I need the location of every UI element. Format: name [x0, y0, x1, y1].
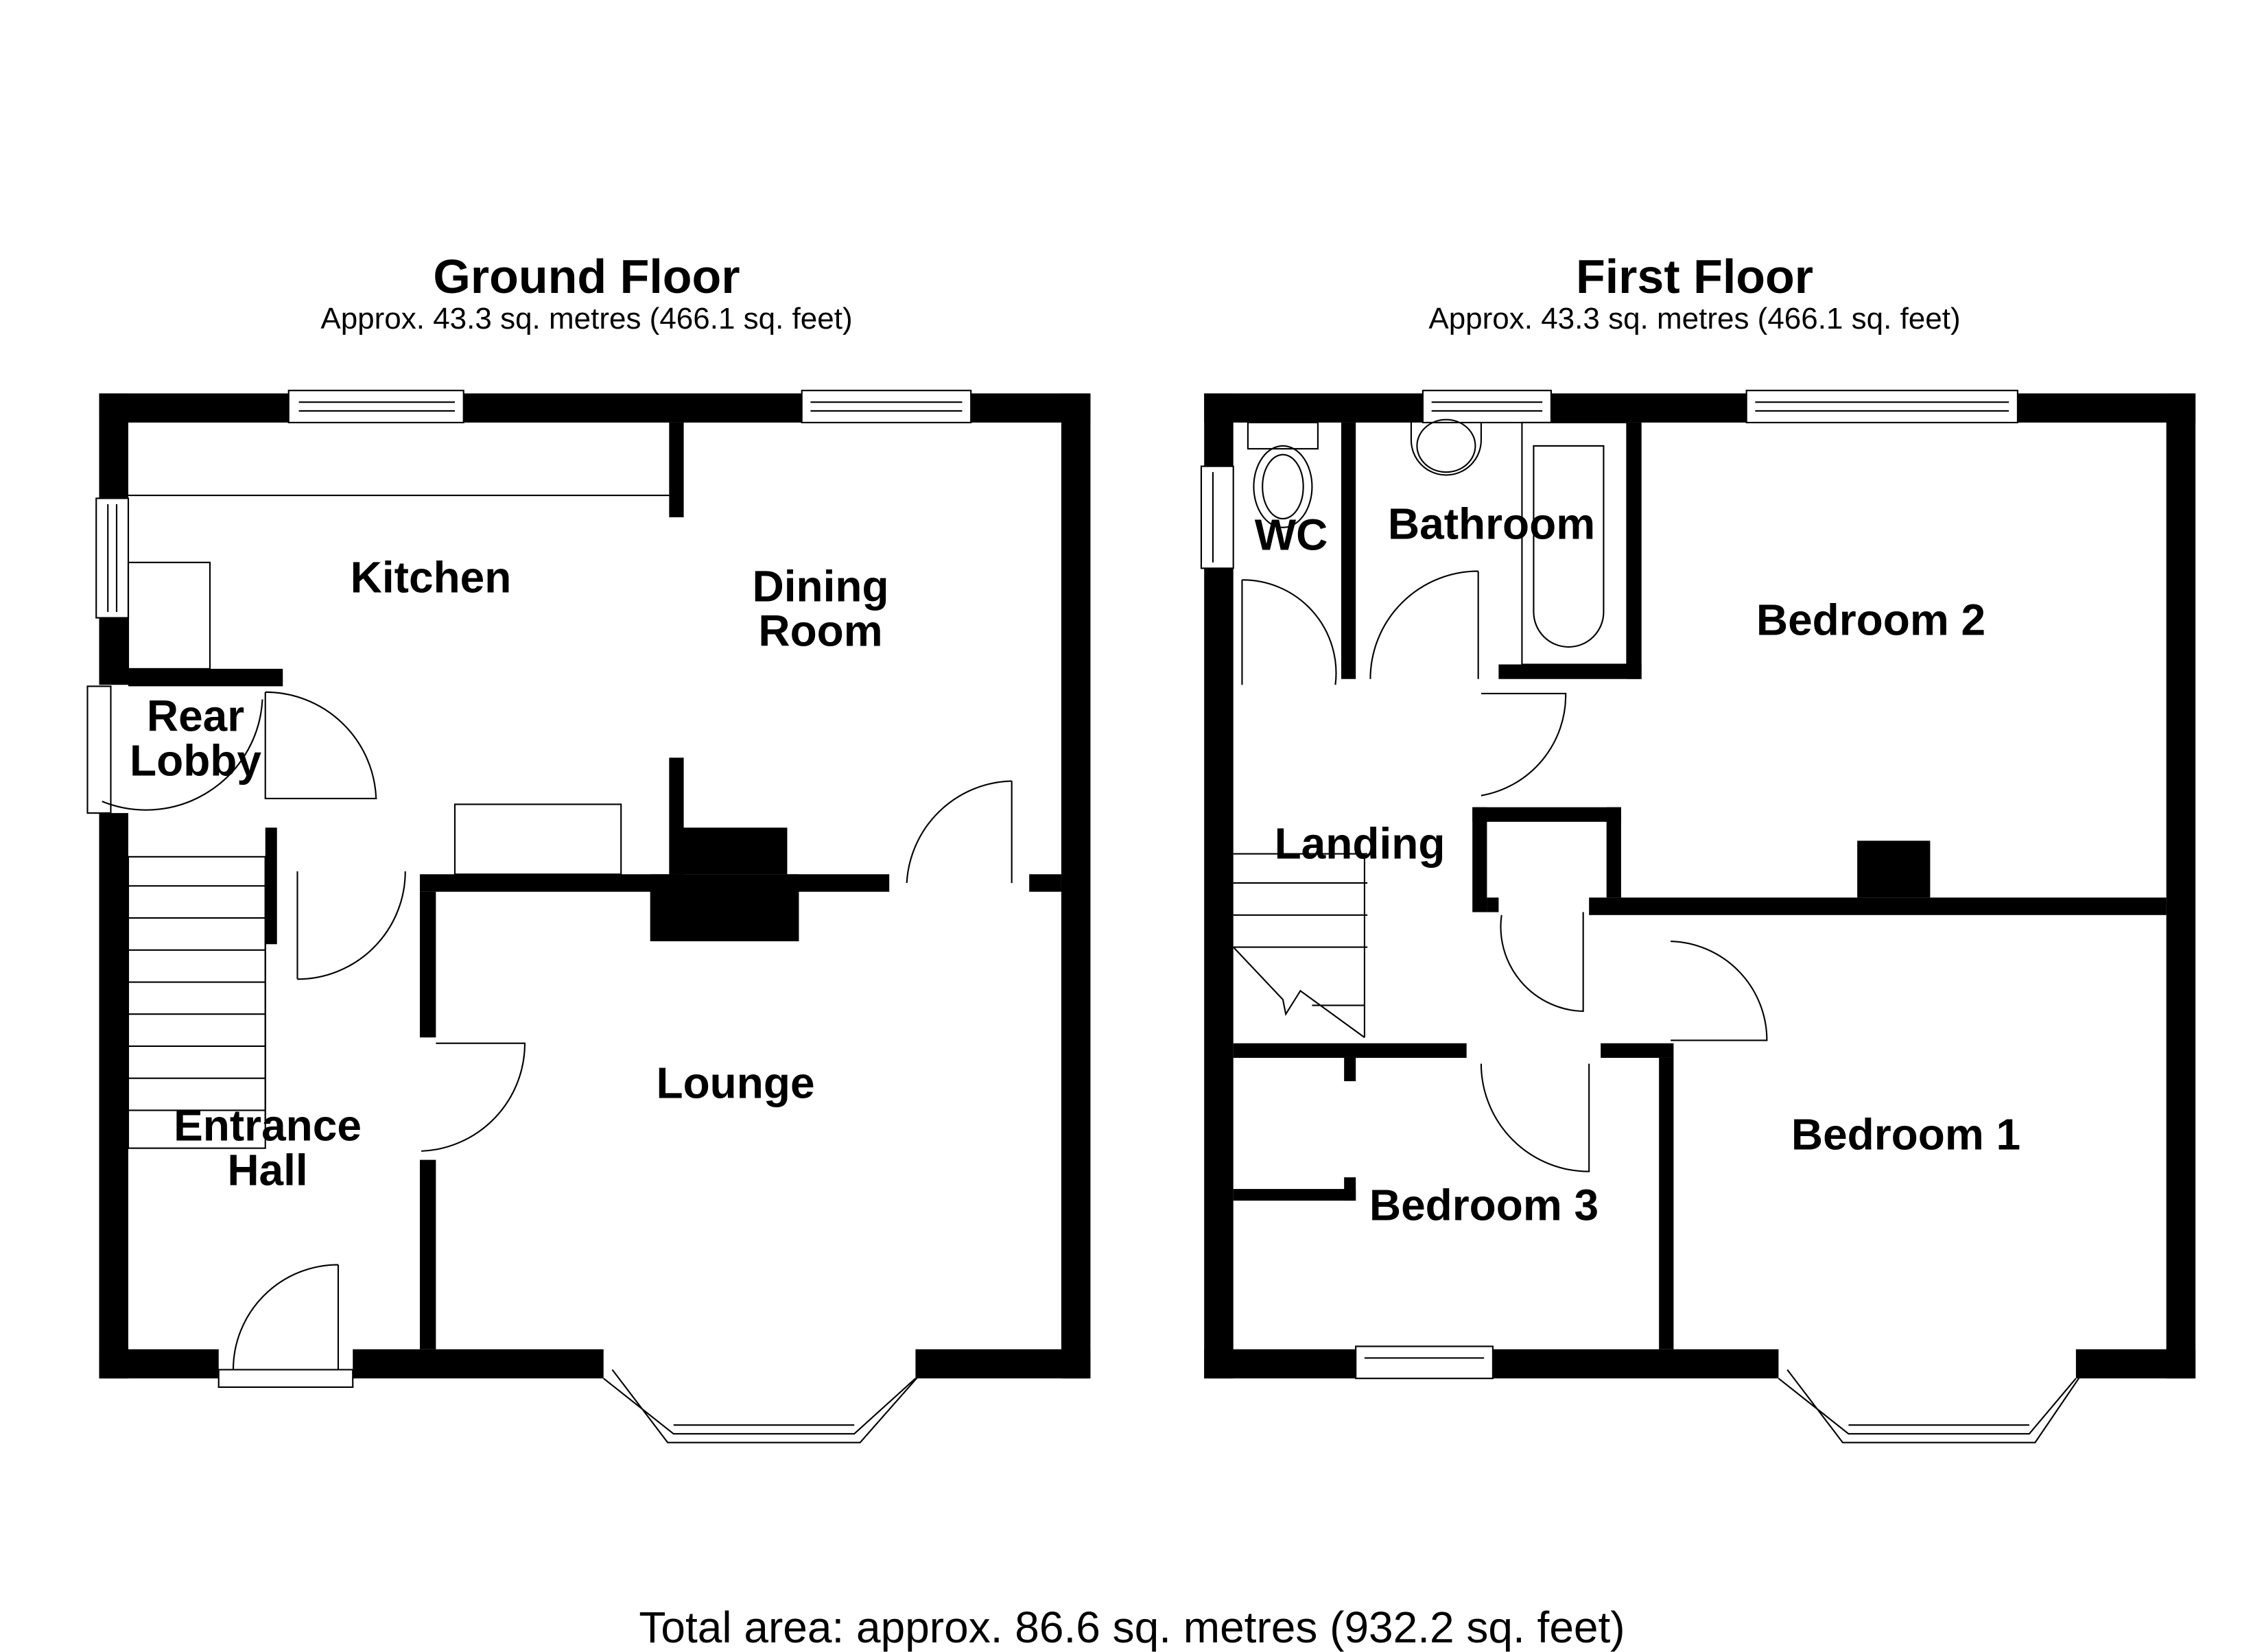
room-label-wc: WC [1254, 510, 1328, 560]
first-floor-fixtures [1200, 390, 2086, 1443]
room-label-dining-room: Dining Room [752, 561, 889, 656]
total-area: Total area: approx. 86.6 sq. metres (932… [639, 1603, 1625, 1652]
room-label-bedroom-3: Bedroom 3 [1369, 1180, 1599, 1230]
room-label-entrance-hall: Entrance Hall [174, 1100, 362, 1195]
room-label-bedroom-2: Bedroom 2 [1756, 595, 1986, 645]
room-label-bathroom: Bathroom [1387, 499, 1596, 549]
room-label-landing: Landing [1274, 818, 1446, 869]
ground-floor-walls [99, 393, 1091, 1379]
room-label-rear-lobby: Rear Lobby [130, 691, 261, 786]
first-floor-area: Approx. 43.3 sq. metres (466.1 sq. feet) [1428, 302, 1961, 335]
first-floor-walls [1204, 393, 2196, 1379]
ground-floor-title: Ground Floor [433, 250, 740, 303]
ground-floor-fixtures [86, 390, 1013, 1443]
room-label-kitchen: Kitchen [350, 552, 512, 602]
room-label-bedroom-1: Bedroom 1 [1791, 1109, 2021, 1159]
room-label-lounge: Lounge [656, 1058, 815, 1108]
first-floor-title: First Floor [1575, 250, 1814, 303]
ground-floor-area: Approx. 43.3 sq. metres (466.1 sq. feet) [320, 302, 853, 335]
